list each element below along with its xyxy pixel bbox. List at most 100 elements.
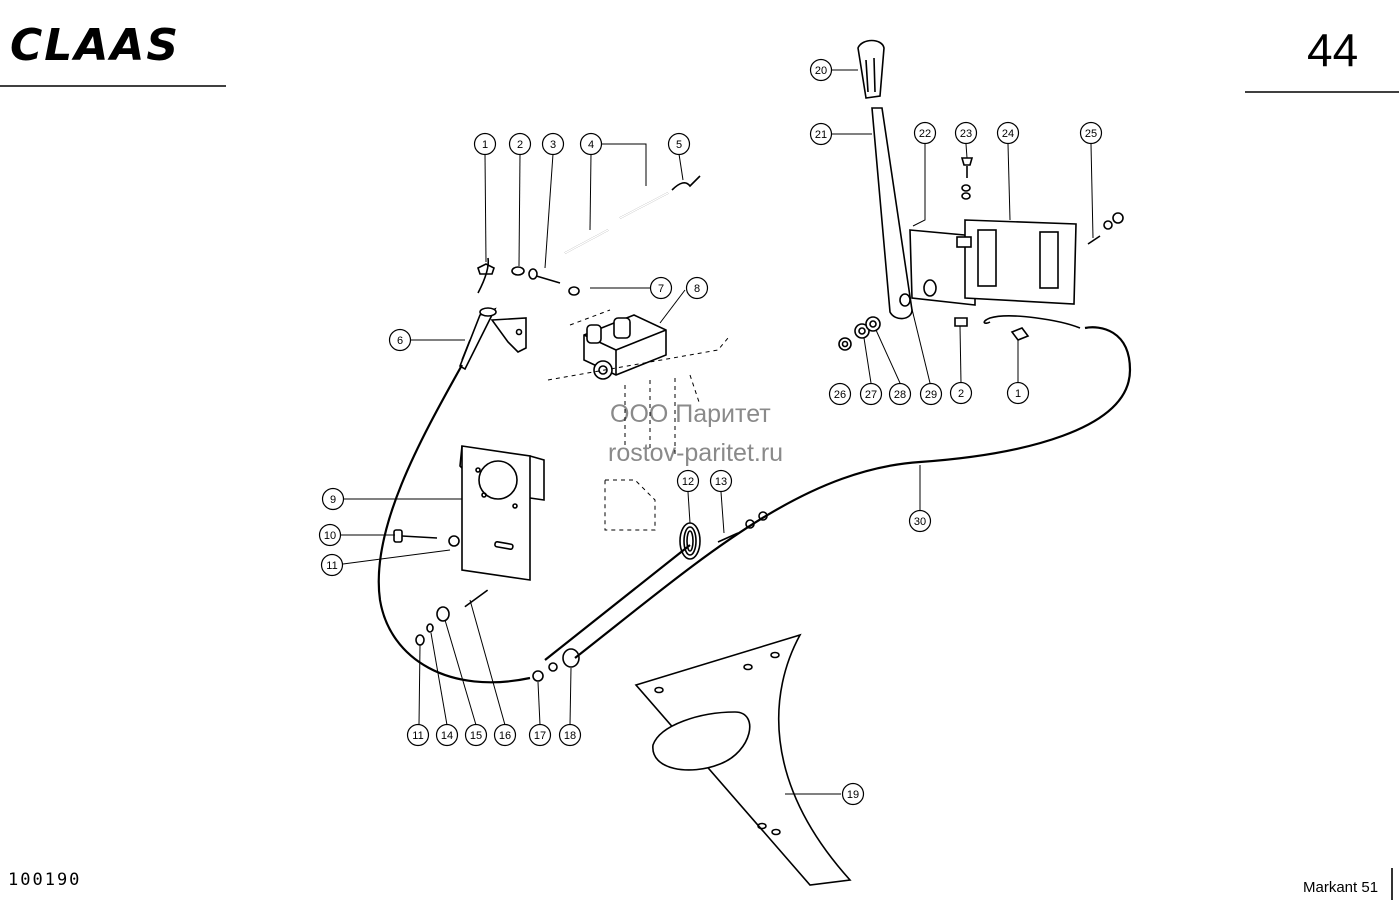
callout-6: 6 (388, 328, 412, 352)
watermark-company: ООО Паритет (610, 400, 771, 428)
callout-number: 26 (834, 389, 846, 401)
callout-7: 7 (649, 276, 673, 300)
screw-23 (960, 157, 974, 200)
callout-28: 28 (888, 382, 912, 406)
guard-plate (634, 633, 852, 886)
callout-25: 25 (1079, 121, 1103, 145)
callout-number: 22 (919, 128, 931, 140)
callout-number: 3 (550, 139, 556, 151)
callout-circle (949, 381, 973, 405)
callout-number: 4 (588, 139, 594, 151)
cable-left (377, 364, 531, 684)
callout-number: 6 (397, 335, 403, 347)
callout-circle (859, 382, 883, 406)
callout-number: 19 (847, 789, 859, 801)
callout-2: 2 (508, 132, 532, 156)
callout-circle (464, 723, 488, 747)
bracket-lever (459, 257, 527, 371)
callout-circle (828, 382, 852, 406)
callout-number: 25 (1085, 128, 1097, 140)
callout-circle (908, 509, 932, 533)
callout-number: 20 (815, 65, 827, 77)
lever-housing (899, 219, 1077, 307)
callout-number: 11 (326, 560, 337, 572)
callout-number: 30 (914, 516, 926, 528)
callout-number: 9 (330, 494, 336, 506)
callout-24: 24 (996, 121, 1020, 145)
model-name: Markant 51 (1303, 879, 1378, 896)
callout-number: 2 (958, 388, 964, 400)
callout-number: 7 (658, 283, 664, 295)
callout-number: 21 (815, 129, 827, 141)
valve-block (547, 309, 729, 531)
callout-circle (676, 469, 700, 493)
callout-circle (579, 132, 603, 156)
callout-2: 2 (949, 381, 973, 405)
callout-30: 30 (908, 509, 932, 533)
callout-number: 10 (324, 530, 336, 542)
watermark-url: rostov-paritet.ru (608, 439, 783, 467)
callout-number: 1 (482, 139, 488, 151)
callout-17: 17 (528, 723, 552, 747)
callout-circle (841, 782, 865, 806)
callout-circle (528, 723, 552, 747)
callout-number: 2 (517, 139, 523, 151)
callout-circle (541, 132, 565, 156)
callout-circle (435, 723, 459, 747)
callout-13: 13 (709, 469, 733, 493)
bracket-plate (459, 445, 545, 581)
callout-23: 23 (954, 121, 978, 145)
callout-circle (320, 553, 344, 577)
callout-27: 27 (859, 382, 883, 406)
callout-15: 15 (464, 723, 488, 747)
callout-circle (1079, 121, 1103, 145)
bolt-and-nut (393, 529, 460, 547)
callout-number: 24 (1002, 128, 1014, 140)
torsion-spring (679, 511, 768, 560)
callout-circle (685, 276, 709, 300)
callout-number: 5 (676, 139, 682, 151)
cable-spring-link (544, 544, 691, 661)
document-number: 100190 (8, 870, 81, 890)
callout-26: 26 (828, 382, 852, 406)
callout-circle (667, 132, 691, 156)
callout-number: 17 (534, 730, 546, 742)
callout-11: 11 (320, 553, 344, 577)
callout-circle (709, 469, 733, 493)
callout-circle (649, 276, 673, 300)
callout-18: 18 (558, 723, 582, 747)
cable-30 (574, 326, 1132, 659)
callout-16: 16 (493, 723, 517, 747)
callout-5: 5 (667, 132, 691, 156)
callout-circle (318, 523, 342, 547)
callout-14: 14 (435, 723, 459, 747)
cables (377, 315, 1132, 684)
callout-number: 13 (715, 476, 727, 488)
brand-logo-text: CLAAS (10, 20, 180, 71)
callout-circle (888, 382, 912, 406)
spring-parts (564, 175, 701, 254)
callout-number: 29 (925, 389, 937, 401)
callout-11: 11 (406, 723, 430, 747)
callout-8: 8 (685, 276, 709, 300)
callout-circle (321, 487, 345, 511)
callout-number: 8 (694, 283, 700, 295)
callout-circle (473, 132, 497, 156)
callout-circle (809, 122, 833, 146)
callout-number: 15 (470, 730, 482, 742)
callout-number: 27 (865, 389, 877, 401)
leader-lines (341, 69, 1094, 795)
callout-circle (508, 132, 532, 156)
callout-number: 23 (960, 128, 972, 140)
washers (838, 316, 881, 351)
page-number: 44 (1307, 24, 1358, 76)
callout-10: 10 (318, 523, 342, 547)
callout-number: 28 (894, 389, 906, 401)
cable-clips-right (954, 317, 1030, 341)
callout-circle (1006, 381, 1030, 405)
callout-21: 21 (809, 122, 833, 146)
callout-circle (406, 723, 430, 747)
callout-number: 14 (441, 730, 453, 742)
